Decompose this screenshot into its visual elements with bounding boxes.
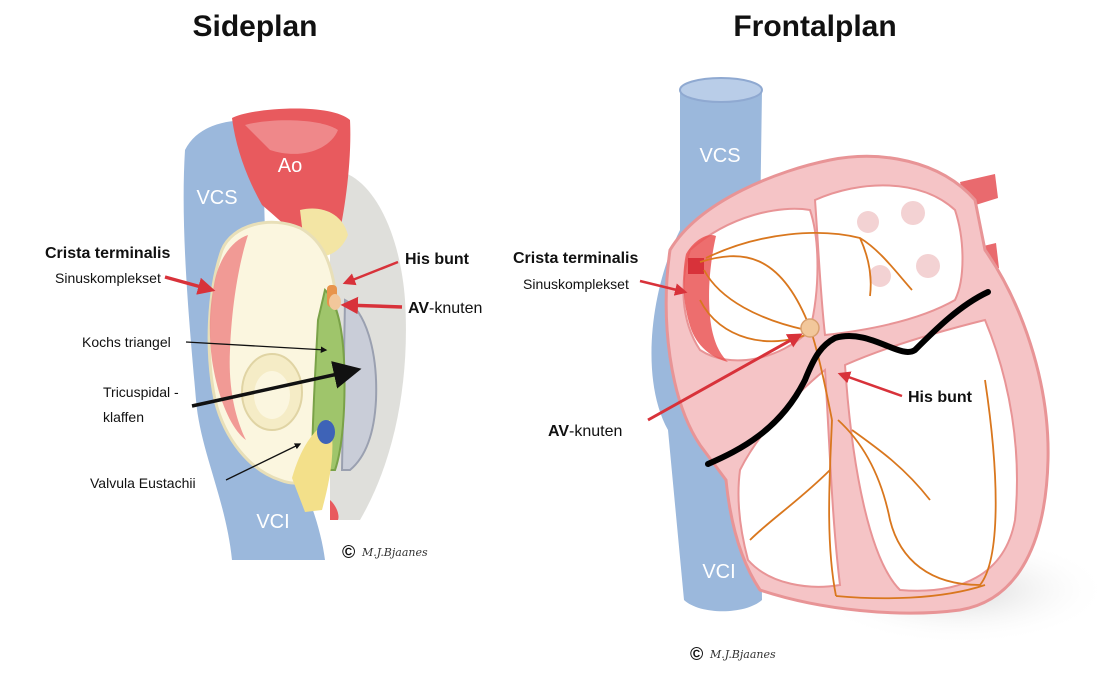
av-septum-line bbox=[705, 289, 991, 467]
apex-loop bbox=[835, 584, 986, 600]
coronary-sinus-side bbox=[317, 420, 335, 444]
rv-purkinje bbox=[749, 469, 831, 541]
label-av-bold-front: AV bbox=[548, 423, 569, 440]
internodal-path-2 bbox=[703, 269, 807, 331]
label-his-bunt-side: His bunt bbox=[405, 251, 470, 268]
copyright-front: © M.J.Bjaanes bbox=[690, 644, 776, 664]
bachmann-bundle bbox=[705, 232, 913, 291]
aorta-highlight bbox=[245, 120, 338, 154]
label-sinuskomplekset-side: Sinuskomplekset bbox=[55, 270, 161, 286]
label-his-bunt-front: His bunt bbox=[908, 389, 973, 406]
left-ventricle-front bbox=[843, 318, 1018, 592]
frontalplan-title: Frontalplan bbox=[733, 10, 896, 43]
label-ao-side: Ao bbox=[278, 155, 302, 177]
label-av-rest-side: -knuten bbox=[429, 300, 482, 317]
label-av-bold-side: AV bbox=[408, 300, 429, 317]
arrow-kochs bbox=[185, 341, 328, 353]
label-av-rest-front: -knuten bbox=[569, 423, 622, 440]
label-vci-side: VCI bbox=[256, 511, 289, 533]
label-kochs-triangel: Kochs triangel bbox=[82, 334, 171, 350]
label-valvula-eustachii: Valvula Eustachii bbox=[90, 475, 196, 491]
arrow-av-front bbox=[647, 333, 803, 422]
label-crista-terminalis-side: Crista terminalis bbox=[45, 245, 170, 262]
bachmann-branch bbox=[859, 237, 872, 297]
left-bundle-branch bbox=[837, 379, 997, 586]
sideplan-title: Sideplan bbox=[192, 10, 317, 43]
pulm-vein-3 bbox=[869, 265, 891, 287]
arrow-tricuspidal bbox=[191, 361, 362, 408]
conduction-pathways bbox=[699, 232, 997, 600]
ivc-detail bbox=[330, 500, 339, 520]
label-tricuspidal-1: Tricuspidal - bbox=[103, 384, 179, 400]
label-sinuskomplekset-front: Sinuskomplekset bbox=[523, 276, 629, 292]
pulm-vein-4 bbox=[916, 254, 940, 278]
left-atrium-front bbox=[813, 184, 964, 337]
label-crista-terminalis-front: Crista terminalis bbox=[513, 250, 638, 267]
label-av-knuten-side: AV-knuten bbox=[408, 300, 482, 317]
pulm-vein-1 bbox=[857, 211, 879, 233]
arrow-his-front bbox=[837, 371, 903, 398]
signature-side: M.J.Bjaanes bbox=[361, 546, 428, 559]
label-av-knuten-front: AV-knuten bbox=[548, 423, 622, 440]
copyright-side: © M.J.Bjaanes bbox=[342, 542, 428, 562]
right-bundle-branch bbox=[828, 419, 837, 597]
copyright-symbol-side: © bbox=[342, 542, 355, 562]
av-node-side bbox=[329, 294, 341, 310]
arrow-eustachii bbox=[225, 443, 302, 481]
arrow-crista-side bbox=[164, 275, 216, 295]
copyright-symbol-front: © bbox=[690, 644, 703, 664]
his-bundle-front bbox=[811, 333, 833, 421]
internodal-path-1 bbox=[699, 255, 811, 329]
arrow-his-side bbox=[342, 260, 399, 286]
label-tricuspidal-2: klaffen bbox=[103, 409, 144, 425]
arrow-av-side bbox=[340, 296, 403, 315]
label-vci-front: VCI bbox=[702, 561, 735, 583]
av-node-front bbox=[800, 318, 820, 338]
signature-front: M.J.Bjaanes bbox=[709, 648, 776, 661]
label-vcs-front: VCS bbox=[699, 145, 740, 167]
sideplan-panel: Sideplan Ao VCS VCI C bbox=[45, 10, 482, 562]
pulm-vein-2 bbox=[901, 201, 925, 225]
vcs-opening bbox=[679, 77, 763, 103]
frontalplan-panel: Frontalplan bbox=[513, 10, 1110, 664]
eustachian-valve bbox=[292, 420, 333, 512]
left-bundle-fascicle bbox=[851, 429, 931, 501]
fossa-ovalis-inner bbox=[254, 371, 290, 419]
crista-terminalis-side bbox=[209, 235, 248, 440]
label-vcs-side: VCS bbox=[196, 187, 237, 209]
arrow-crista-front bbox=[639, 279, 688, 296]
sinus-node-front bbox=[688, 258, 704, 274]
